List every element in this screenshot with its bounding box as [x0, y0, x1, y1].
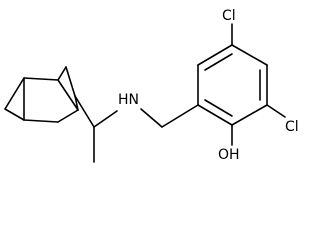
substituent-bonds: [231, 23, 286, 146]
double-bond: [204, 53, 233, 71]
bond: [266, 104, 286, 118]
bond: [197, 104, 233, 126]
norbornane-cage: [4, 66, 79, 123]
bond: [231, 44, 268, 66]
bond: [23, 119, 59, 123]
chemical-structure: Cl Cl HN OH: [4, 8, 299, 163]
bond: [65, 66, 76, 97]
double-bond: [204, 99, 233, 117]
bond: [140, 108, 163, 128]
bond: [57, 66, 67, 81]
bond: [23, 77, 59, 81]
aromatic-ring: [197, 44, 268, 126]
hydroxyl-label: OH: [218, 147, 240, 163]
amine-linker: [74, 95, 199, 163]
bond: [57, 109, 79, 123]
amine-label: HN: [118, 92, 139, 108]
bond: [93, 110, 118, 128]
bond: [57, 79, 79, 111]
bond: [74, 95, 95, 128]
bond: [4, 108, 25, 121]
bond: [161, 104, 199, 128]
chlorine-top-label: Cl: [222, 8, 236, 24]
chlorine-right-label: Cl: [285, 119, 299, 135]
bond: [4, 77, 25, 110]
bond: [231, 104, 268, 126]
bond: [197, 44, 233, 66]
